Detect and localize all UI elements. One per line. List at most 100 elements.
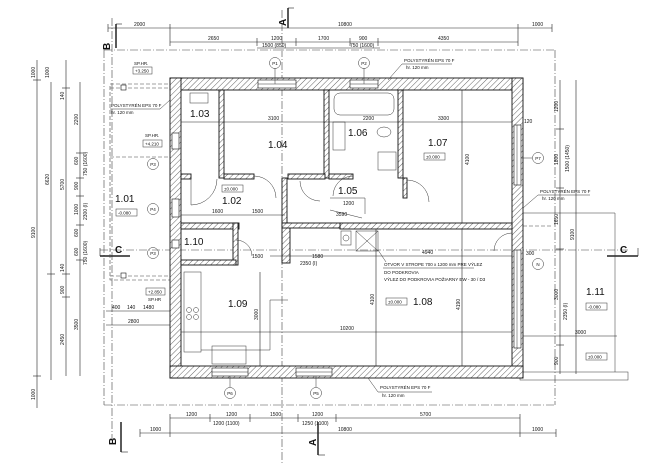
- insulation-thickness: hr. 120 mm: [406, 65, 429, 70]
- section-label-b: B: [108, 438, 119, 445]
- dim-label: 3300: [438, 116, 449, 122]
- stove: [340, 230, 352, 246]
- room-number-1-05: 1.05: [338, 186, 358, 197]
- dim-label: 1250 (1100): [302, 421, 329, 427]
- dim-label: 3000: [554, 289, 560, 300]
- doors: [190, 175, 513, 257]
- stair-arrow: [329, 197, 366, 219]
- dim-label: 1000: [532, 427, 543, 433]
- opening-note-line3: VÝLEZ DO PODKROVIA POŽIARNY EW - 30 / D3: [384, 275, 486, 282]
- dim-label: 1500: [270, 412, 281, 418]
- dim-label: 140: [60, 91, 66, 100]
- interior-dimension-lines: [181, 90, 512, 366]
- room-level-1-01: -0.080: [118, 211, 131, 216]
- section-label-a: A: [308, 439, 319, 446]
- dim-label: 4190: [456, 299, 462, 310]
- dim-label: 600: [74, 247, 80, 256]
- dim-label: 5700: [60, 179, 66, 190]
- window-mark: P7: [535, 156, 541, 161]
- left-dimensions: 1000 9100 1000 1000 6620 2450 140 5700 1…: [31, 60, 170, 408]
- room-number-1-01: 1.01: [115, 194, 135, 205]
- room-labels: 1.01 -0.080 1.02 ±0.000 1.03 1.04 1.05 1…: [115, 109, 608, 361]
- dim-label: 1000: [31, 67, 37, 78]
- bottom-dimensions: 1200 1200 1500 1200 5700 1200 (1100) 125…: [139, 412, 557, 437]
- dim-label: 3000: [254, 309, 260, 320]
- washbasin: [332, 121, 346, 151]
- window-mark: P2: [361, 61, 367, 66]
- room-number-1-02: 1.02: [222, 196, 242, 207]
- right-dimensions: 1200 1800 1500 (1450) 1650 3000 2350 (I)…: [523, 80, 617, 374]
- room-number-1-09: 1.09: [228, 299, 248, 310]
- dim-label: 3590: [336, 212, 347, 218]
- dim-label: 900: [359, 36, 368, 42]
- section-label-c: C: [115, 245, 122, 256]
- kitchen-counter: [183, 271, 202, 353]
- dim-label: 750 (1600): [350, 43, 375, 49]
- section-label-b: B: [102, 43, 113, 50]
- dim-label: 1500 (1450): [565, 145, 571, 172]
- dim-label: 3000: [575, 330, 586, 336]
- window-mark: P3: [150, 251, 156, 256]
- dim-label: 750 (1600): [83, 151, 89, 176]
- dim-label: 1200: [343, 201, 354, 207]
- window-mark: P1: [272, 61, 278, 66]
- dim-label: 2000: [134, 22, 145, 28]
- room-number-1-10: 1.10: [184, 237, 204, 248]
- section-label-a: A: [278, 19, 289, 26]
- attic-opening-note: OTVOR V STROPE 700 x 1200 mm PRE VÝLEZ D…: [377, 249, 486, 282]
- dim-label: 1000: [532, 22, 543, 28]
- window-p7: [513, 124, 522, 186]
- dim-label: 5700: [420, 412, 431, 418]
- dim-label: 1000: [150, 427, 161, 433]
- window-mark: N: [536, 262, 539, 267]
- room-number-1-11: 1.11: [586, 287, 605, 298]
- room-number-1-04: 1.04: [268, 140, 288, 151]
- toilet: [376, 126, 392, 138]
- dim-label: 600: [74, 228, 80, 237]
- bathtub: [333, 92, 395, 116]
- insulation-title: POLYSTYRÉN EPS 70 F: [380, 384, 431, 390]
- dim-label: 1200: [554, 101, 560, 112]
- insulation-title: POLYSTYRÉN EPS 70 F: [111, 102, 162, 108]
- dim-label: 2650: [208, 36, 219, 42]
- dim-label: 2350 (I): [300, 261, 318, 267]
- dim-label: 1650: [554, 214, 560, 225]
- dim-label: 750 (1600): [83, 240, 89, 265]
- dim-label: 900: [74, 181, 80, 190]
- interior-dimension-labels: 3100 2200 3300 10200 4940 4100 4100 4190…: [212, 116, 471, 332]
- dim-label: 9100: [31, 227, 37, 238]
- insulation-thickness: hr. 120 mm: [111, 110, 134, 115]
- dim-label: 1000: [45, 67, 51, 78]
- dim-label: 400: [112, 305, 121, 311]
- dim-label: 2200: [363, 116, 374, 122]
- kitchen-sink: [211, 345, 247, 365]
- washing-machine: [377, 151, 397, 171]
- window-left-1: [171, 132, 180, 150]
- dim-label: 1200: [186, 412, 197, 418]
- insulation-thickness: hr. 120 mm: [542, 196, 565, 201]
- dim-label: 1200: [271, 36, 282, 42]
- dim-label: 3500: [74, 319, 80, 330]
- dim-label: 6620: [45, 174, 51, 185]
- dim-label: 2300 (I): [83, 202, 89, 220]
- dim-label: 1700: [318, 36, 329, 42]
- dim-label: 1000: [74, 204, 80, 215]
- room-number-1-08: 1.08: [413, 297, 433, 308]
- dim-label: 300: [526, 251, 535, 257]
- level-value: +2.850: [148, 290, 162, 295]
- room-level-1-11: -0.080: [588, 305, 601, 310]
- room-level-1-08: ±0.000: [388, 300, 402, 305]
- level-label: SP.HR.: [134, 61, 148, 66]
- terrace-door: [513, 249, 522, 349]
- dim-label: 140: [60, 263, 66, 272]
- dim-label: 1000: [31, 389, 37, 400]
- section-marker-c-right: C: [607, 245, 639, 257]
- dim-label: 1480: [143, 305, 154, 311]
- dim-label: 9100: [570, 229, 576, 240]
- dim-label: 1500: [252, 254, 263, 260]
- dim-label: 4940: [422, 250, 433, 256]
- dim-label: 1200: [312, 412, 323, 418]
- section-label-c: C: [620, 245, 627, 256]
- entrance-door: [171, 198, 180, 218]
- sink-103: [189, 92, 209, 104]
